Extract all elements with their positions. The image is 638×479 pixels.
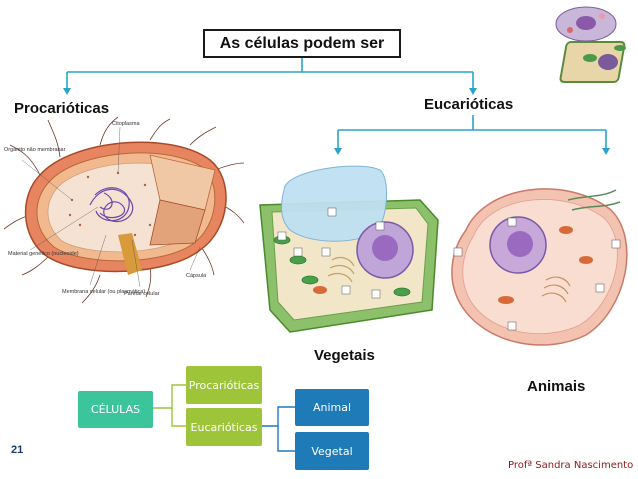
concept-node-animal: Animal <box>295 389 369 426</box>
arrowhead-plant <box>334 148 342 155</box>
author-credit: Profª Sandra Nascimento <box>508 460 634 471</box>
label-wall: Parede celular <box>124 291 160 297</box>
label-genetic-material: Material genético (nucleoide) <box>8 251 79 257</box>
plant-cell-label: Vegetais <box>314 347 375 364</box>
arrowhead-right <box>469 88 477 95</box>
prokaryote-cell-image: Organito não membranar Citoplasma Materi… <box>3 116 245 304</box>
plant-cell-image <box>259 165 439 333</box>
concept-node-eukaryotic: Eucarióticas <box>186 408 262 446</box>
animal-cell-image <box>451 188 628 346</box>
animal-cell-label: Animais <box>527 378 586 395</box>
concept-node-prokaryotic: Procarióticas <box>186 366 262 404</box>
label-capsule: Cápsula <box>186 273 207 279</box>
cell-thumbnail-image <box>555 6 626 83</box>
prokaryote-label: Procarióticas <box>14 100 110 117</box>
concept-node-cells: CÉLULAS <box>78 391 153 428</box>
arrowhead-left <box>63 88 71 95</box>
page-number: 21 <box>11 444 24 456</box>
arrowhead-animal <box>602 148 610 155</box>
eukaryote-label: Eucarióticas <box>424 96 514 113</box>
label-membrane: Membrana celular (ou plasmática) <box>62 289 145 295</box>
diagram-title: As células podem ser <box>203 29 401 58</box>
label-organelle: Organito não membranar <box>4 147 66 153</box>
label-cytoplasm: Citoplasma <box>112 121 140 127</box>
concept-node-plant: Vegetal <box>295 432 369 470</box>
concept-map-connectors <box>153 384 295 452</box>
